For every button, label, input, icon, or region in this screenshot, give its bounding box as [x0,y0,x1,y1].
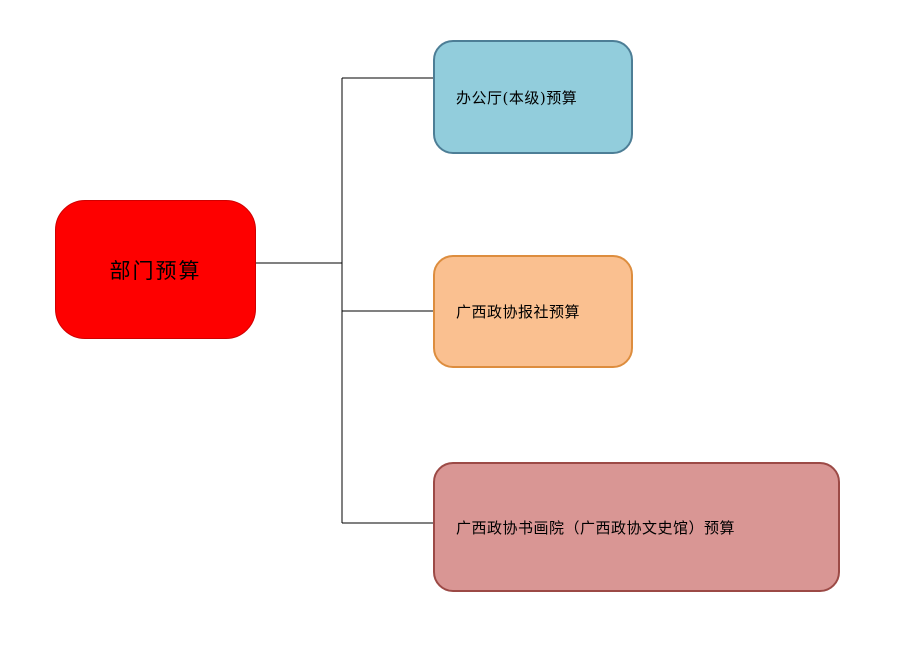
child-node-office-budget: 办公厅(本级)预算 [433,40,633,154]
child-node-academy-budget: 广西政协书画院（广西政协文史馆）预算 [433,462,840,592]
child-node-newspaper-budget: 广西政协报社预算 [433,255,633,368]
root-node-budget: 部门预算 [55,200,256,339]
child-node-label: 广西政协书画院（广西政协文史馆）预算 [456,518,736,537]
child-node-label: 广西政协报社预算 [456,303,581,321]
child-node-label: 办公厅(本级)预算 [456,88,578,107]
root-node-label: 部门预算 [109,258,202,283]
